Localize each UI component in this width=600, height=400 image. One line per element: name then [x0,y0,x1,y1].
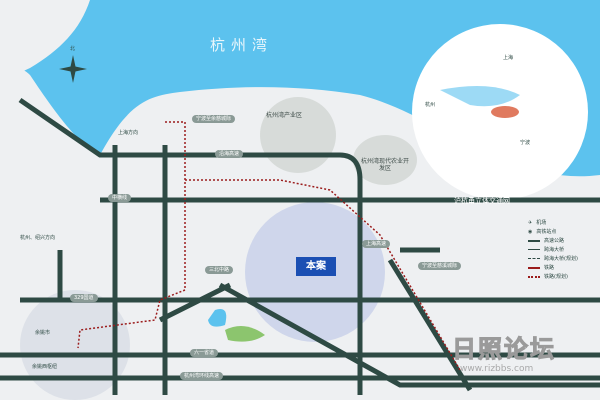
zone-circle-yuyao [20,290,130,400]
legend-item: ✈机场 [528,219,547,226]
legend-item: 铁路 [528,263,578,272]
road-label-zhonghengxian: 中横线 [108,194,132,202]
zone-circle-industry [260,97,336,173]
bridge-line-icon [528,249,540,250]
watermark-text: 日照论坛 [452,335,556,363]
bay-name: 杭州湾 [210,36,274,54]
legend: ✈机场 ◉高铁站点 高速公路 跨海大桥 跨海大桥(规划) 铁路 铁路(规划) [528,218,578,281]
green-park [225,326,265,342]
project-marker[interactable]: 本案 [296,257,336,276]
road-label-ring: 杭州湾环线高速 [180,372,224,380]
zone-agri: 杭州湾现代农业开发区 [360,158,409,172]
direction-shanghai: 上海方向 [118,130,139,136]
zone-ellipse-agri [353,135,417,185]
shore-tl [0,0,90,82]
inset-hangzhou-bay [440,86,520,107]
rail-label: 宁波至余慈城际 [192,115,236,123]
road-label-shanghai-hwy: 上海高速 [362,240,391,248]
rail-planned-2 [185,179,461,371]
place-yuyao: 余姚市 [35,330,51,336]
highways [0,97,600,395]
inset-city-hangzhou: 杭州 [425,102,436,108]
bridge-planned-line-icon [528,258,540,259]
compass-icon [59,55,87,83]
inset-title: 沪杭甬立体交通网 [454,197,510,205]
inset-city-shanghai: 上海 [503,55,514,61]
inset-city-ningbo: 宁波 [520,140,531,146]
rail-planned-line-icon [528,275,540,278]
road-label-coastal: 沿海高速 [215,150,244,158]
legend-item: 跨海大桥 [528,245,578,254]
lake [208,309,227,327]
legend-item: 跨海大桥(规划) [528,254,578,263]
highway-line-icon [528,239,540,242]
compass-north: 北 [70,46,76,52]
road-label-sanbei: 三北中路 [205,266,234,274]
road-label-61: 六一省道 [190,349,219,357]
legend-item: 高速公路 [528,236,578,245]
road-label-329: 329国道 [70,294,98,302]
legend-item: ◉高铁站点 [528,228,557,235]
legend-item: 铁路(规划) [528,272,578,281]
zone-industry: 杭州湾产业区 [266,112,303,119]
place-yuyao-west: 余姚西枢纽 [32,364,58,370]
rail-planned [77,121,186,349]
watermark-url: www.rizbbs.com [460,364,534,374]
airport-icon: ✈ [528,219,533,226]
rail-label-2: 宁波至慈溪城际 [418,262,462,270]
inset-project-area [491,106,519,118]
rail-line-icon [528,266,540,269]
station-icon: ◉ [528,228,533,235]
direction-hangzhou: 杭州、绍兴方向 [20,235,56,241]
